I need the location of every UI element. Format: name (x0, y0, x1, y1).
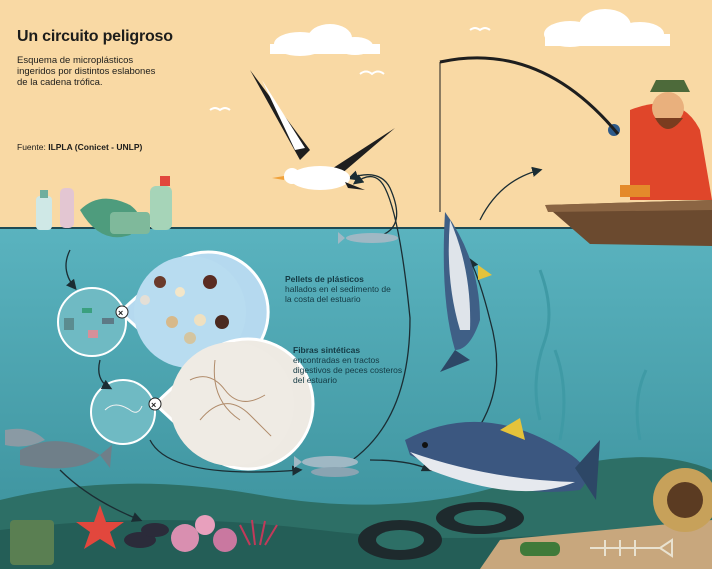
source-value: ILPLA (Conicet - UNLP) (48, 142, 142, 152)
page-subtitle: Esquema de microplásticos ingeridos por … (17, 55, 167, 88)
source-label: Fuente: (17, 142, 46, 152)
callout-fibras: Fibras sintéticas encontradas en tractos… (293, 345, 403, 385)
svg-text:×: × (118, 308, 123, 318)
microplastic-circle (58, 288, 126, 356)
source-line: Fuente: ILPLA (Conicet - UNLP) (17, 142, 142, 152)
callout-pellets-head: Pellets de plásticos (285, 274, 395, 284)
callout-pellets: Pellets de plásticos hallados en el sedi… (285, 274, 395, 304)
callout-fibras-head: Fibras sintéticas (293, 345, 403, 355)
page-title: Un circuito peligroso (17, 28, 173, 46)
callout-pellets-body: hallados en el sedimento de la costa del… (285, 284, 391, 304)
bucket-icon (10, 520, 54, 565)
fiber-circle (91, 380, 155, 444)
bottle-icon (520, 542, 560, 556)
svg-text:×: × (151, 400, 156, 410)
callout-fibras-body: encontradas en tractos digestivos de pec… (293, 355, 402, 385)
